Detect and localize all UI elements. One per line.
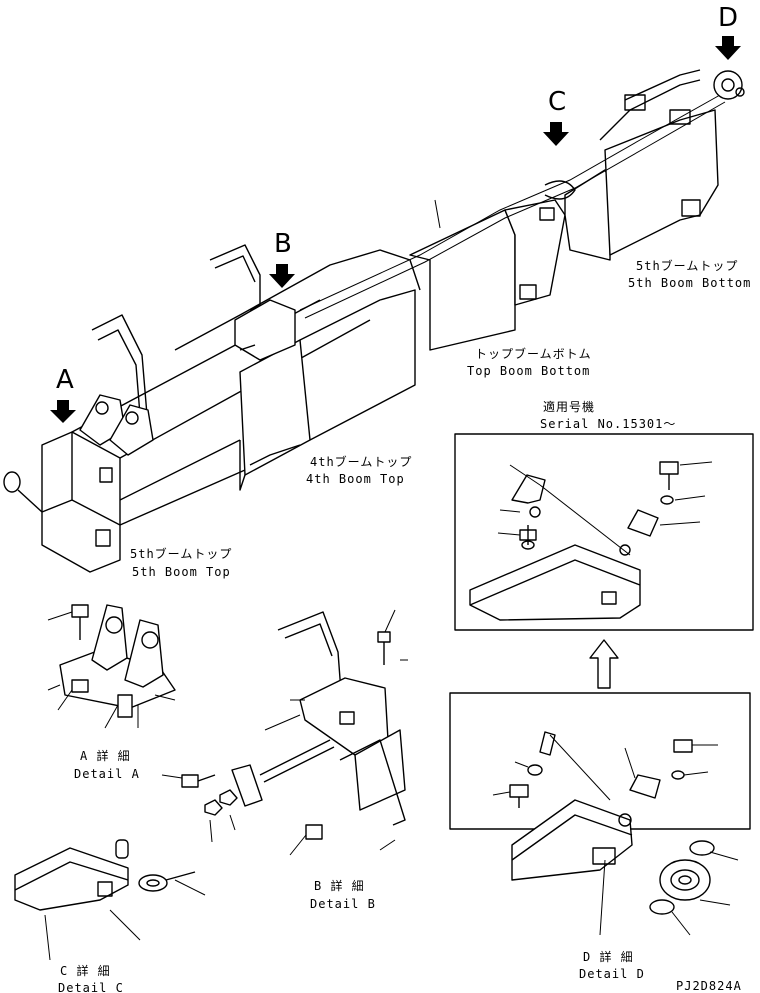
rope-eye bbox=[3, 471, 21, 493]
head-sheave bbox=[713, 70, 743, 100]
detail-b-block bbox=[305, 824, 323, 840]
detail-b-nut-2 bbox=[219, 789, 238, 806]
detail-d-parts bbox=[492, 731, 718, 808]
fifth-boom-bottom-label-jp: 5thブームトップ bbox=[636, 258, 738, 273]
detail-b-parts bbox=[161, 609, 408, 856]
marker-b-letter: B bbox=[274, 229, 292, 259]
detail-a-label-en: Detail A bbox=[74, 767, 140, 781]
detail-b-handrail bbox=[277, 611, 342, 693]
detail-b-bolt bbox=[181, 774, 199, 788]
marker-a-letter: A bbox=[56, 365, 74, 395]
arrow-a-icon bbox=[50, 400, 76, 423]
fifth-boom-bottom-label-en: 5th Boom Bottom bbox=[628, 276, 751, 290]
detail-b-label-jp: B 詳 細 bbox=[314, 878, 365, 893]
marker-d-letter: D bbox=[718, 3, 738, 33]
detail-b-bolt-head bbox=[377, 631, 391, 643]
detail-a-lug-1 bbox=[91, 604, 128, 671]
fourth-boom-top-label-en: 4th Boom Top bbox=[306, 472, 405, 486]
detail-d-clip-2 bbox=[629, 774, 661, 799]
boom-assembly bbox=[3, 69, 745, 573]
detail-c-label-jp: C 詳 細 bbox=[60, 963, 111, 978]
serial-clip-2 bbox=[627, 509, 659, 537]
bracket-b bbox=[234, 299, 296, 361]
marker-a: A bbox=[50, 365, 76, 423]
serial-label-en: Serial No.15301～ bbox=[540, 417, 676, 431]
marker-b: B bbox=[269, 229, 295, 288]
detail-c-eye bbox=[138, 874, 168, 892]
drawing-code: PJ2D824A bbox=[676, 979, 742, 993]
boom-hole-1 bbox=[95, 529, 111, 547]
top-boom-bottom-label-en: Top Boom Bottom bbox=[467, 364, 590, 378]
boom-section-top-side bbox=[504, 199, 566, 306]
fifth-boom-top-label-en: 5th Boom Top bbox=[132, 565, 231, 579]
serial-detail-parts bbox=[469, 461, 713, 621]
serial-label-jp: 適用号機 bbox=[543, 399, 595, 414]
up-arrow-icon bbox=[589, 639, 619, 689]
sheave-disc bbox=[659, 859, 711, 901]
boom-section-4th bbox=[239, 339, 311, 476]
arrow-d-icon bbox=[715, 36, 741, 60]
serial-detail-frame bbox=[454, 433, 754, 631]
detail-b-label-en: Detail B bbox=[310, 897, 376, 911]
detail-c-parts bbox=[14, 839, 206, 961]
fourth-boom-top-label-jp: 4thブームトップ bbox=[310, 454, 412, 469]
detail-a-label-jp: A 詳 細 bbox=[80, 748, 131, 763]
detail-c-plate bbox=[14, 847, 129, 911]
arrow-b-icon bbox=[269, 264, 295, 288]
boom-hole-2 bbox=[99, 467, 113, 483]
washer-1 bbox=[689, 840, 715, 856]
detail-d-label-jp: D 詳 細 bbox=[583, 949, 634, 964]
detail-c-pin bbox=[115, 839, 129, 859]
washer-2 bbox=[649, 899, 675, 915]
marker-c-letter: C bbox=[548, 87, 566, 117]
detail-a-nut bbox=[71, 679, 89, 693]
detail-d-plate bbox=[511, 799, 739, 936]
lug-a2 bbox=[109, 404, 154, 456]
boom-box-front bbox=[41, 431, 121, 573]
detail-a-lug-2 bbox=[124, 619, 164, 688]
detail-b-plate bbox=[231, 764, 263, 807]
serial-clip-1 bbox=[511, 474, 546, 504]
detail-d-clip bbox=[539, 731, 556, 756]
detail-a-parts bbox=[47, 604, 176, 729]
detail-a-pad bbox=[117, 694, 133, 718]
marker-d: D bbox=[715, 3, 741, 60]
top-boom-bottom-label-jp: トップブームボトム bbox=[475, 346, 592, 361]
serial-plate bbox=[469, 544, 641, 621]
arrow-c-icon bbox=[543, 122, 569, 146]
handrail-b bbox=[209, 244, 261, 311]
detail-c-label-en: Detail C bbox=[58, 981, 124, 993]
boom-section-5th-bottom bbox=[604, 109, 719, 256]
detail-d-label-en: Detail D bbox=[579, 967, 645, 981]
marker-c: C bbox=[543, 87, 569, 146]
boom-section-5th-side bbox=[564, 169, 611, 261]
cable-loop bbox=[544, 180, 576, 200]
detail-b-nut-1 bbox=[204, 799, 223, 816]
fifth-boom-top-label-jp: 5thブームトップ bbox=[130, 546, 232, 561]
